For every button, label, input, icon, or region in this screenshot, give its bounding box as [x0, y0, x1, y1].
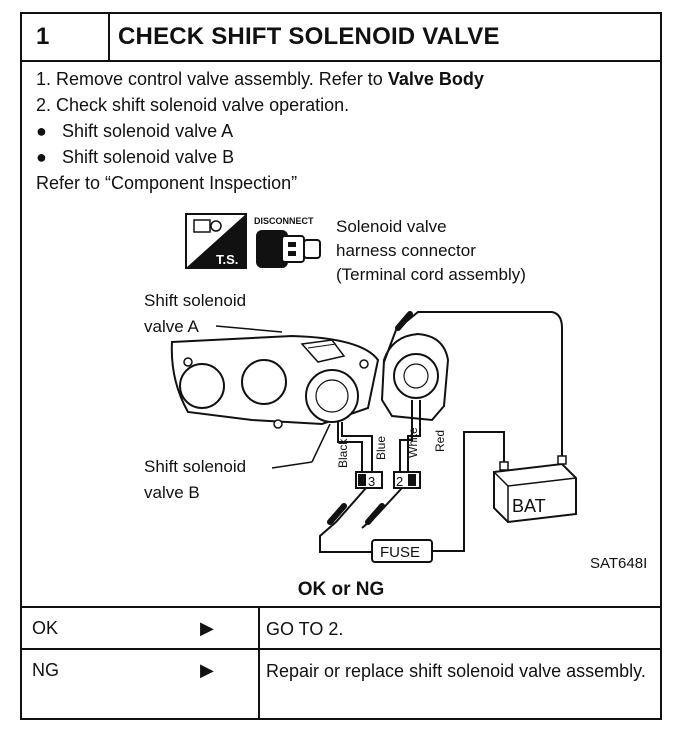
- wire-white: White: [406, 427, 420, 458]
- wiring-diagram: T.S. DISCONNECT Solenoid valve harness c…: [144, 213, 647, 572]
- wire-blue: Blue: [374, 436, 388, 460]
- result-row-ok: OK ▶ GO TO 2.: [22, 606, 660, 650]
- valve-b-label-1: Shift solenoid: [144, 457, 246, 476]
- refer-note: Refer to “Component Inspection”: [36, 173, 298, 193]
- bullet-a-text: Shift solenoid valve A: [62, 121, 234, 141]
- disconnect-text: DISCONNECT: [254, 216, 314, 226]
- row-divider: [258, 650, 260, 720]
- probe-lead-1: [319, 487, 372, 553]
- procedure-box: 1 CHECK SHIFT SOLENOID VALVE 1. Remove c…: [20, 12, 662, 720]
- step-title: CHECK SHIFT SOLENOID VALVE: [118, 23, 500, 50]
- result-action-ng: Repair or replace shift solenoid valve a…: [266, 661, 646, 681]
- bullet-icon: ●: [36, 147, 47, 167]
- step-header: 1 CHECK SHIFT SOLENOID VALVE: [22, 14, 660, 62]
- row-divider: [258, 608, 260, 650]
- ok-ng-heading: OK or NG: [297, 579, 385, 600]
- valve-b-label-2: valve B: [144, 483, 200, 502]
- terminal-3-label: 3: [368, 474, 375, 489]
- wire-red: Red: [433, 430, 447, 452]
- result-row-ng: NG ▶ Repair or replace shift solenoid va…: [22, 648, 660, 720]
- figure-code: SAT648I: [590, 555, 647, 572]
- valve-a-leader: [215, 325, 283, 333]
- wire-black: Black: [336, 438, 350, 468]
- battery-label: BAT: [512, 496, 546, 516]
- battery-icon: BAT: [493, 455, 577, 524]
- valve-a-label-2: valve A: [144, 317, 199, 336]
- arrow-right-icon: ▶: [200, 660, 214, 680]
- battery-lead: [383, 311, 563, 466]
- bullet-icon: ●: [36, 121, 47, 141]
- bullet-item-a: ● Shift solenoid valve A: [36, 120, 233, 142]
- fuse-label: FUSE: [380, 544, 420, 561]
- instruction-2: 2. Check shift solenoid valve operation.: [36, 95, 350, 115]
- bullet-b-text: Shift solenoid valve B: [62, 147, 235, 167]
- instruction-1: 1. Remove control valve assembly. Refer …: [36, 68, 484, 90]
- connector-label-1: Solenoid valve: [336, 217, 447, 236]
- connector-label-2: harness connector: [336, 241, 476, 260]
- ts-badge-text: T.S.: [216, 252, 238, 267]
- result-code-ok: OK: [32, 618, 59, 638]
- valve-b-leader: [311, 423, 331, 463]
- result-code-ng: NG: [32, 660, 59, 680]
- bullet-item-b: ● Shift solenoid valve B: [36, 146, 234, 168]
- terminal-2-label: 2: [396, 474, 403, 489]
- valve-a-label-1: Shift solenoid: [144, 291, 246, 310]
- disconnect-icon: DISCONNECT: [254, 216, 321, 268]
- step-number: 1: [22, 14, 110, 60]
- ts-icon: T.S.: [185, 213, 247, 269]
- result-action-ok[interactable]: GO TO 2.: [266, 619, 344, 639]
- bore-2: [241, 359, 287, 405]
- bore-1: [179, 363, 225, 409]
- arrow-right-icon: ▶: [200, 618, 214, 638]
- solenoid-valve-b: [305, 369, 359, 423]
- valve-body-ref: Valve Body: [387, 69, 484, 89]
- connector-label-3: (Terminal cord assembly): [336, 265, 526, 284]
- instruction-1-text: 1. Remove control valve assembly. Refer …: [36, 69, 388, 89]
